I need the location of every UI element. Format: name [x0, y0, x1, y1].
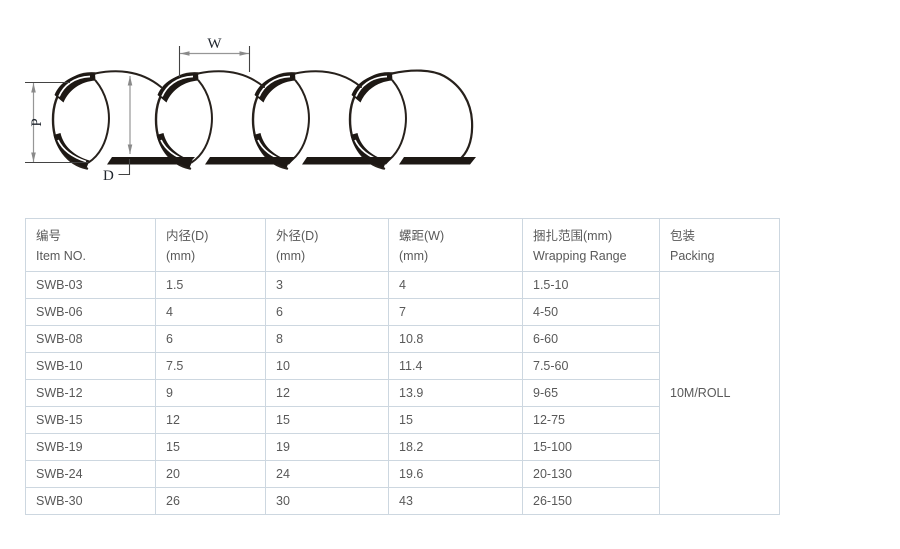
- header-zh: 编号: [36, 229, 62, 243]
- table-cell-outer: 6: [265, 298, 389, 326]
- table-cell-pitch: 10.8: [388, 325, 523, 353]
- table-cell-inner: 15: [155, 433, 266, 461]
- table-cell-range: 6-60: [522, 325, 660, 353]
- coil-bottom-bars: [107, 157, 476, 165]
- arrowhead-down-icon: [127, 144, 133, 154]
- table-cell-item: SWB-03: [25, 271, 156, 299]
- table-cell-range: 4-50: [522, 298, 660, 326]
- header-zh: 螺距(W): [399, 229, 445, 243]
- table-cell-pitch: 18.2: [388, 433, 523, 461]
- table-cell-item: SWB-12: [25, 379, 156, 407]
- table-cell-pitch: 19.6: [388, 460, 523, 488]
- table-cell-inner: 6: [155, 325, 266, 353]
- table-cell-outer: 15: [265, 406, 389, 434]
- spec-table-container: 编号 Item NO. 内径(D) (mm) 外径(D) (mm) 螺距(W) …: [25, 218, 780, 515]
- table-cell-pitch: 43: [388, 487, 523, 515]
- dimension-d: D: [103, 76, 133, 184]
- table-header: 编号 Item NO. 内径(D) (mm) 外径(D) (mm) 螺距(W) …: [25, 218, 780, 272]
- table-cell-inner: 9: [155, 379, 266, 407]
- header-zh: 内径(D): [166, 229, 209, 243]
- table-cell-outer: 24: [265, 460, 389, 488]
- column-header-wrapping-range: 捆扎范围(mm) Wrapping Range: [522, 218, 660, 272]
- header-row: 编号 Item NO. 内径(D) (mm) 外径(D) (mm) 螺距(W) …: [25, 218, 780, 272]
- table-cell-range: 1.5-10: [522, 271, 660, 299]
- table-cell-range: 9-65: [522, 379, 660, 407]
- dimension-p: P: [25, 81, 88, 164]
- header-zh: 捆扎范围(mm): [533, 229, 613, 243]
- table-cell-inner: 7.5: [155, 352, 266, 380]
- table-cell-pitch: 11.4: [388, 352, 523, 380]
- table-cell-pitch: 15: [388, 406, 523, 434]
- header-en: Wrapping Range: [533, 249, 627, 263]
- table-cell-pitch: 13.9: [388, 379, 523, 407]
- arrowhead-up-icon: [31, 83, 36, 93]
- table-cell-outer: 10: [265, 352, 389, 380]
- header-en: (mm): [166, 249, 196, 263]
- table-cell-pitch: 4: [388, 271, 523, 299]
- table-cell-item: SWB-06: [25, 298, 156, 326]
- table-cell-range: 20-130: [522, 460, 660, 488]
- table-cell-inner: 20: [155, 460, 266, 488]
- coil-bands: [51, 72, 408, 170]
- header-en: Item NO.: [36, 249, 87, 263]
- table-cell-range: 12-75: [522, 406, 660, 434]
- table-cell-item: SWB-30: [25, 487, 156, 515]
- spiral-band-drawing: W P D: [25, 36, 476, 184]
- dimension-label-w: W: [207, 36, 222, 52]
- dimension-label-d: D: [103, 168, 114, 184]
- column-header-outer-diameter: 外径(D) (mm): [265, 218, 389, 272]
- table-cell-inner: 4: [155, 298, 266, 326]
- coil-top-edges: [94, 69, 474, 162]
- table-cell-outer: 30: [265, 487, 389, 515]
- table-cell-inner: 1.5: [155, 271, 266, 299]
- table-cell-outer: 12: [265, 379, 389, 407]
- table-cell-item: SWB-10: [25, 352, 156, 380]
- table-cell-packing: 10M/ROLL: [659, 271, 780, 515]
- table-cell-range: 26-150: [522, 487, 660, 515]
- column-header-packing: 包装 Packing: [659, 218, 780, 272]
- table-cell-item: SWB-15: [25, 406, 156, 434]
- header-zh: 包装: [670, 229, 696, 243]
- arrowhead-right-icon: [239, 51, 249, 56]
- column-header-item: 编号 Item NO.: [25, 218, 156, 272]
- arrowhead-down-icon: [31, 152, 36, 162]
- arrowhead-up-icon: [127, 76, 133, 86]
- table-cell-item: SWB-08: [25, 325, 156, 353]
- header-en: (mm): [276, 249, 306, 263]
- table-cell-inner: 26: [155, 487, 266, 515]
- table-cell-range: 15-100: [522, 433, 660, 461]
- table-cell-outer: 19: [265, 433, 389, 461]
- table-cell-pitch: 7: [388, 298, 523, 326]
- table-cell-range: 7.5-60: [522, 352, 660, 380]
- table-cell-inner: 12: [155, 406, 266, 434]
- table-cell-item: SWB-24: [25, 460, 156, 488]
- header-zh: 外径(D): [276, 229, 319, 243]
- column-header-pitch: 螺距(W) (mm): [388, 218, 523, 272]
- dimension-label-p: P: [29, 118, 45, 126]
- spec-table: 编号 Item NO. 内径(D) (mm) 外径(D) (mm) 螺距(W) …: [25, 218, 780, 515]
- table-cell-outer: 3: [265, 271, 389, 299]
- spiral-band-diagram: W P D: [0, 0, 900, 205]
- table-cell-outer: 8: [265, 325, 389, 353]
- header-en: (mm): [399, 249, 429, 263]
- table-cell-item: SWB-19: [25, 433, 156, 461]
- arrowhead-left-icon: [180, 51, 190, 56]
- header-en: Packing: [670, 249, 715, 263]
- column-header-inner-diameter: 内径(D) (mm): [155, 218, 266, 272]
- dimension-w: W: [178, 36, 251, 77]
